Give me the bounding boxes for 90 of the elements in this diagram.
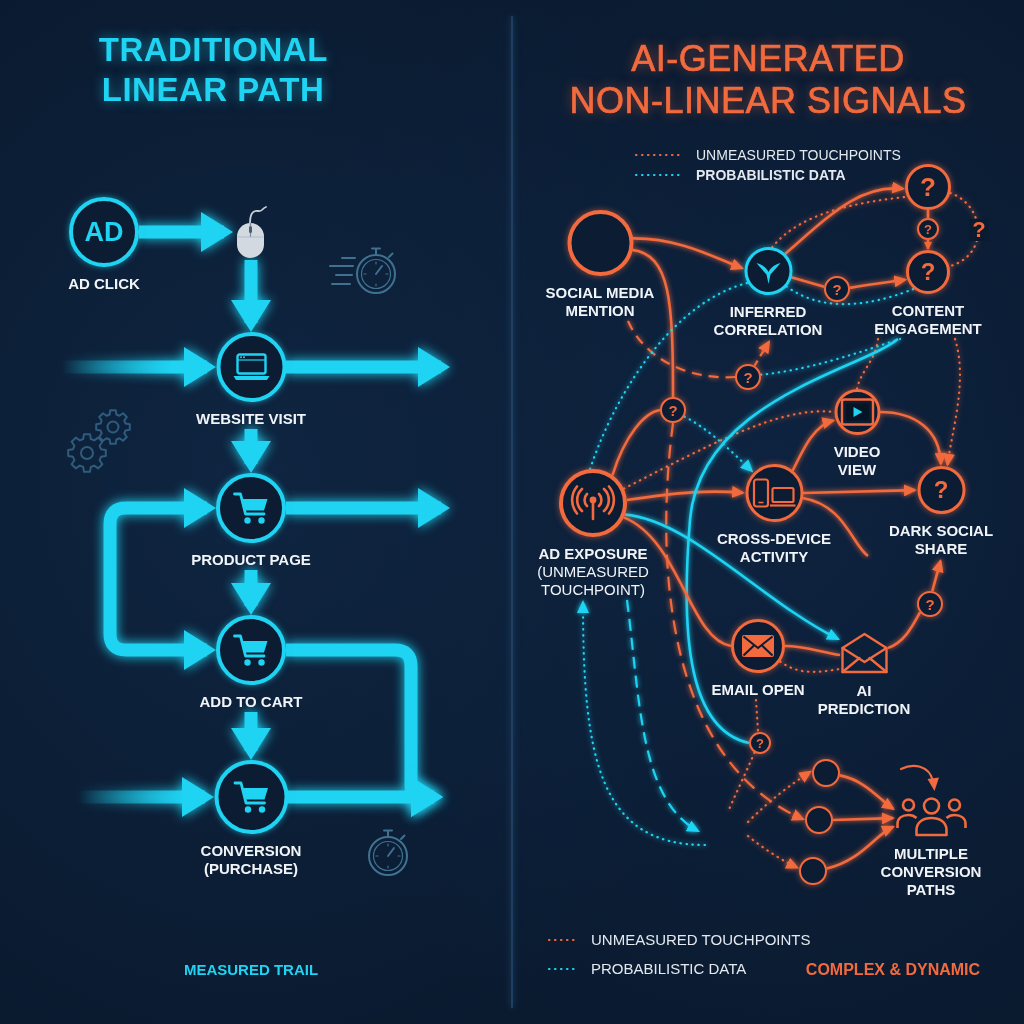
node-circle — [805, 806, 833, 834]
arrow — [791, 418, 836, 472]
question-mark: ? — [668, 402, 678, 418]
connector-line — [685, 337, 899, 745]
connector-line — [623, 516, 732, 648]
mouse-icon — [234, 205, 268, 259]
arrow — [879, 410, 946, 466]
node-label: INFERRED CORRELATION — [712, 303, 824, 339]
legend-text: PROBABILISTIC DATA — [696, 167, 846, 184]
arrow — [78, 777, 214, 817]
node-circle — [799, 857, 827, 885]
footer-label: MEASURED TRAIL — [182, 961, 320, 979]
question-mark: ? — [924, 222, 932, 236]
arrow — [849, 275, 908, 290]
legend-text: PROBABILISTIC DATA — [591, 960, 747, 978]
node-label: VIDEO VIEW — [832, 443, 882, 479]
node-circle — [749, 732, 771, 754]
arrow — [943, 337, 962, 467]
arrow — [746, 834, 800, 869]
legend-text: UNMEASURED TOUCHPOINTS — [591, 931, 811, 949]
arrow — [832, 812, 895, 825]
arrow — [746, 770, 813, 824]
arrow — [231, 570, 271, 615]
dotted-line — [948, 191, 980, 268]
node-label: AD EXPOSURE — [537, 545, 649, 563]
panel-title: TRADITIONAL LINEAR PATH — [97, 30, 329, 110]
node-circle — [917, 218, 939, 240]
arrow — [624, 513, 840, 641]
connector-line — [611, 408, 661, 476]
node-label: DARK SOCIAL SHARE — [887, 522, 995, 558]
dotted-line — [759, 337, 902, 376]
node-label: AD CLICK — [67, 275, 141, 293]
node-circle — [735, 364, 761, 390]
arrow — [103, 488, 216, 670]
arrow — [62, 347, 216, 387]
dotted-line — [855, 337, 880, 391]
dotted-line — [588, 281, 749, 471]
arrow — [632, 237, 745, 270]
edge-label: ? — [969, 219, 989, 241]
node-circle — [917, 591, 943, 617]
arrow — [826, 825, 895, 870]
arrow — [784, 182, 906, 255]
arrow — [839, 774, 895, 811]
node-label: EMAIL OPEN — [710, 681, 806, 699]
connector-line — [887, 611, 922, 650]
arrow — [577, 600, 707, 847]
node-circle — [905, 164, 951, 210]
arrow — [231, 429, 271, 473]
arrow — [683, 415, 754, 473]
node-label: CROSS-DEVICE ACTIVITY — [715, 530, 833, 566]
dotted-line — [785, 285, 915, 306]
node-circle — [660, 397, 686, 423]
connector-line — [790, 275, 825, 288]
node-label: CONVERSION (PURCHASE) — [199, 842, 303, 878]
question-mark: ? — [832, 281, 842, 297]
arrow — [231, 260, 271, 332]
question-mark: ? — [756, 736, 764, 750]
question-mark: ? — [920, 260, 936, 284]
connector-line — [802, 496, 869, 557]
node-label: (UNMEASURED TOUCHPOINT) — [536, 563, 650, 599]
arrow — [625, 599, 700, 833]
dotted-line — [779, 660, 842, 673]
node-circle — [812, 759, 840, 787]
node-circle — [824, 276, 850, 302]
dotted-line — [754, 698, 760, 734]
dotted-line — [627, 320, 736, 379]
node-label: CONTENT ENGAGEMENT — [873, 302, 983, 338]
node-label: MULTIPLE CONVERSION PATHS — [879, 845, 983, 899]
question-mark: ? — [925, 596, 935, 612]
arrow — [924, 240, 932, 250]
node-text: AD — [84, 218, 124, 246]
arrow — [802, 484, 917, 497]
arrow — [931, 558, 944, 592]
footer-label: COMPLEX & DYNAMIC — [804, 961, 982, 979]
legend-text: UNMEASURED TOUCHPOINTS — [696, 147, 901, 164]
question-mark: ? — [933, 478, 949, 502]
arrow — [665, 422, 805, 821]
question-mark: ? — [743, 369, 753, 385]
arrow — [231, 712, 271, 760]
node-label: SOCIAL MEDIA MENTION — [544, 284, 656, 320]
connector-line — [632, 248, 675, 397]
arrow — [753, 340, 771, 367]
node-label: WEBSITE VISIT — [195, 410, 307, 428]
node-label: AI PREDICTION — [816, 682, 912, 718]
node-label: PRODUCT PAGE — [190, 551, 312, 569]
node-label: ADD TO CART — [198, 693, 304, 711]
question-mark: ? — [920, 174, 936, 200]
arrow — [626, 486, 745, 502]
panel-title: AI-GENERATED NON-LINEAR SIGNALS — [568, 38, 968, 122]
connector-line — [784, 644, 841, 657]
